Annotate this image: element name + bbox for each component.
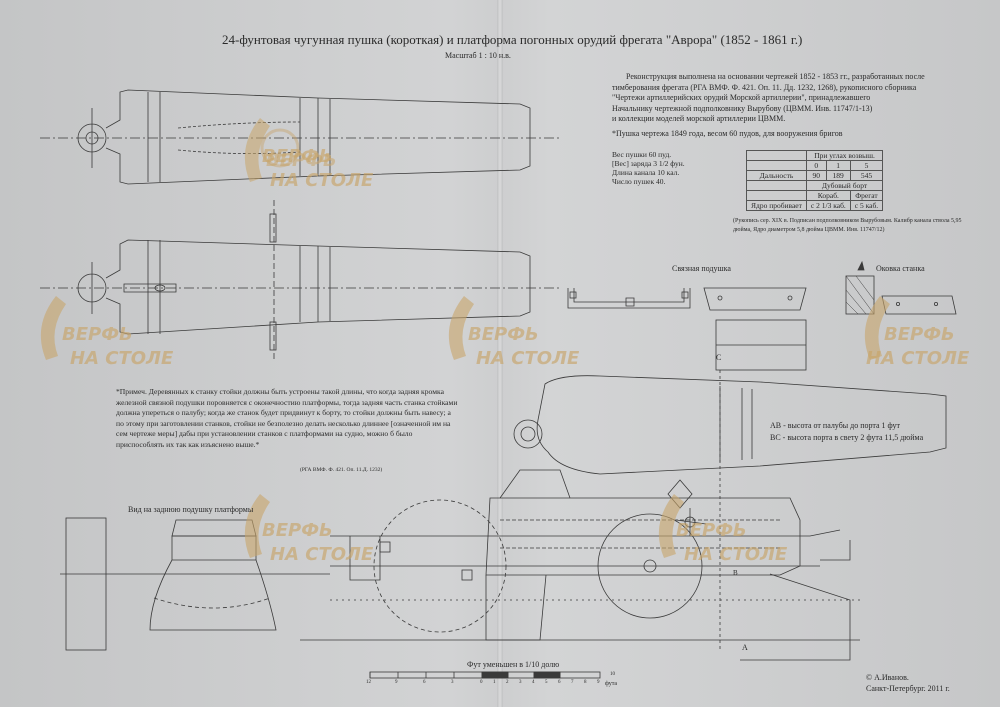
- gun-on-carriage-side-view: [300, 319, 947, 661]
- spec-line: Длина канала 10 кал.: [612, 168, 680, 177]
- reconstruction-line: Начальнику чертежной подполковнику Выруб…: [612, 103, 873, 113]
- label-rear-view: Вид на заднюю подушку платформы: [128, 505, 254, 514]
- drawing-note-line: *Пушка чертежа 1849 года, весом 60 пудов…: [612, 129, 843, 138]
- range-row-label: Дальность: [746, 170, 807, 181]
- label-point-c: С: [716, 353, 722, 362]
- remark-note: *Примеч. Деревянных к станку стойки долж…: [116, 387, 458, 449]
- gun-specs: Вес пушки 60 пуд. [Вес] заряда 3 1/2 фун…: [612, 150, 685, 186]
- label-fitting: Оковка станка: [876, 264, 925, 273]
- watermark-logo-6: [658, 494, 684, 558]
- drawing-title: 24-фунтовая чугунная пушка (короткая) и …: [222, 32, 803, 47]
- watermark-text: НА СТОЛЕ: [866, 348, 970, 369]
- range-header: При углах возвыш.: [805, 150, 884, 161]
- angle-cell: 0: [805, 160, 827, 171]
- angle-cell: 5: [849, 160, 884, 171]
- spec-line: Число пушек 40.: [612, 177, 666, 186]
- author-place: Санкт-Петербург. 2011 г.: [866, 684, 950, 693]
- rear-cushion-view: [60, 517, 330, 651]
- angle-cell: 1: [825, 160, 851, 171]
- scale-tick: 10: [610, 672, 615, 677]
- watermark-logo-5: [244, 494, 270, 558]
- scale-tick: 0: [480, 680, 483, 685]
- scale-tick: 2: [506, 680, 509, 685]
- bc-line: ВС - высота порта в свету 2 фута 11,5 дю…: [770, 432, 924, 442]
- scale-tick: 12: [366, 680, 371, 685]
- scale-tick: 4: [532, 680, 535, 685]
- reconstruction-note: Реконструкция выполнена на основании чер…: [612, 72, 972, 125]
- spec-line: [Вес] заряда 3 1/2 фун.: [612, 159, 685, 168]
- range-table: При углах возвыш. 0 1 5 Дальность 90 189…: [746, 150, 884, 211]
- ab-line: АВ - высота от палубы до порта 1 фут: [770, 421, 901, 430]
- reconstruction-line: и коллекции моделей морской артиллерии Ц…: [612, 114, 786, 123]
- watermark-logo-1: ВЕРФЬ: [244, 118, 337, 182]
- cushion-details: [567, 287, 807, 311]
- watermark-text: ВЕРФЬ: [884, 324, 955, 345]
- range-cell: 189: [825, 170, 851, 181]
- label-point-a: А: [742, 643, 748, 652]
- scale-tick: 8: [584, 680, 587, 685]
- watermark-text: ВЕРФЬ: [62, 324, 133, 345]
- watermark-text: НА СТОЛЕ: [476, 348, 580, 369]
- scale-tick: 9: [395, 680, 398, 685]
- author-name: © А.Иванов.: [866, 673, 909, 682]
- scale-bar-graphic: [369, 671, 601, 679]
- watermark-logo-4: [864, 296, 890, 360]
- reconstruction-line: "Чертежи артиллерийских орудий Морской а…: [612, 93, 871, 102]
- scale-tick: 3: [451, 680, 454, 685]
- watermark-logo-2: [40, 296, 66, 360]
- penetration-cell: с 2 1/3 каб.: [805, 200, 851, 211]
- ship-cell: Кораб.: [805, 190, 851, 201]
- watermark-text: НА СТОЛЕ: [70, 348, 174, 369]
- reconstruction-line: Реконструкция выполнена на основании чер…: [626, 72, 925, 81]
- scale-bar-unit: фута: [605, 681, 618, 687]
- source-note-2: (РГА ВМФ. Ф. 421. Оп. 11.Д. 1232): [300, 467, 383, 473]
- penetration-label: Ядро пробивает: [746, 200, 807, 211]
- scale-tick: 1: [493, 680, 496, 685]
- watermark-text: НА СТОЛЕ: [684, 544, 788, 565]
- watermark-text: ВЕРФЬ: [676, 520, 747, 541]
- label-point-b: В: [733, 569, 738, 577]
- watermark-text: ВЕРФЬ: [468, 324, 539, 345]
- ship-cell: Фрегат: [849, 190, 884, 201]
- gun-barrel-top-view: [40, 89, 560, 185]
- watermark-text: НА СТОЛЕ: [270, 170, 374, 191]
- range-cell: 545: [849, 170, 884, 181]
- page-fold: [497, 0, 503, 707]
- scale-tick: 5: [545, 680, 548, 685]
- drawing-note: *Пушка чертежа 1849 года, весом 60 пудов…: [612, 129, 843, 140]
- drawing-scale: Масштаб 1 : 10 н.в.: [445, 51, 511, 60]
- spec-line: Вес пушки 60 пуд.: [612, 150, 672, 159]
- watermark-text: ВЕРФЬ: [262, 146, 333, 167]
- watermark-logo-3: [448, 296, 474, 360]
- author-credit: © А.Иванов. Санкт-Петербург. 2011 г.: [866, 672, 950, 694]
- scale-tick: 3: [519, 680, 522, 685]
- scale-tick: 7: [571, 680, 574, 685]
- watermark-text: ВЕРФЬ: [262, 520, 333, 541]
- scale-tick: 6: [423, 680, 426, 685]
- reconstruction-line: тимберования фрегата (РГА ВМФ. Ф. 421. О…: [612, 82, 917, 92]
- scale-tick: 6: [558, 680, 561, 685]
- label-cushion: Связная подушка: [672, 264, 731, 273]
- port-height-note: АВ - высота от палубы до порта 1 фут ВС …: [770, 420, 923, 443]
- scale-bar-label: Фут уменьшен в 1/10 долю: [467, 660, 560, 669]
- side-header: Дубовый борт: [805, 180, 884, 191]
- scale-tick: 9: [597, 680, 600, 685]
- source-note-1: (Рукопись сер. XIX в. Подписан подполков…: [733, 218, 962, 233]
- watermark-text: НА СТОЛЕ: [270, 544, 374, 565]
- gun-barrel-side-view: [40, 200, 560, 360]
- svg-text:ВЕРФЬ: ВЕРФЬ: [266, 150, 337, 171]
- range-cell: 90: [805, 170, 827, 181]
- penetration-cell: с 5 каб.: [849, 200, 884, 211]
